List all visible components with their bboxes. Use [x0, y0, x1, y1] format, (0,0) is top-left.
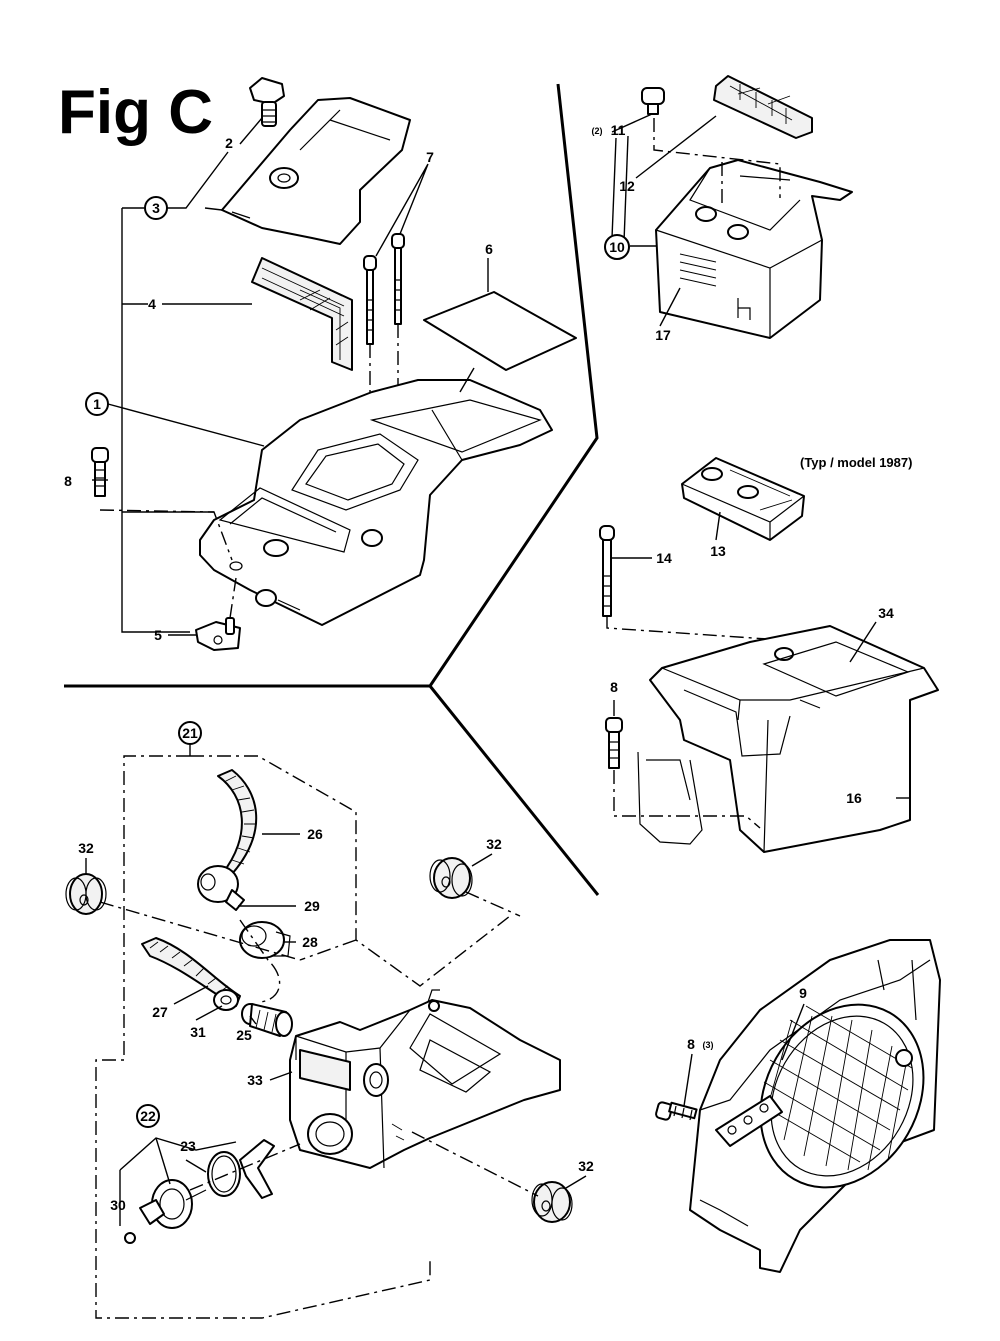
part-cap-strap [239, 1139, 275, 1199]
callout-17: 17 [655, 327, 671, 343]
callout-circle-22 [136, 1104, 160, 1128]
callout-11-qty: (2) [592, 126, 603, 136]
part-32-mount-a [65, 873, 107, 915]
callout-25: 25 [236, 1027, 252, 1043]
leader-34 [849, 621, 877, 663]
callout-8c: 8 [687, 1036, 695, 1052]
callout-8a: 8 [64, 473, 72, 489]
callout-22: 22 [140, 1108, 156, 1124]
part-32-mount-c [531, 1181, 573, 1223]
callout-21: 21 [182, 725, 198, 741]
part-11-knob [641, 87, 665, 115]
callout-4: 4 [148, 296, 156, 312]
leader-8c [683, 1053, 693, 1107]
section-dividers [64, 83, 600, 896]
callout-circle-1 [85, 392, 109, 416]
part-14-bolt [599, 525, 783, 652]
leaders-top-right [611, 113, 717, 327]
callout-32c: 32 [578, 1158, 594, 1174]
callout-16: 16 [846, 790, 862, 806]
callout-8c-qty: (3) [703, 1040, 714, 1050]
part-33-fuel-tank [289, 989, 561, 1169]
mount-b-axis [465, 891, 521, 917]
callout-23: 23 [180, 1138, 196, 1154]
part-28-grommet [239, 921, 291, 959]
part-4-air-filter [251, 257, 353, 371]
part-30-screw [124, 1232, 136, 1244]
mount-c-axis [411, 1131, 539, 1197]
callout-12: 12 [619, 178, 635, 194]
leaders-top-left [92, 117, 489, 636]
part-6-gasket [423, 291, 577, 371]
callout-11: 11 [611, 122, 626, 138]
part-25-vent-valve [241, 1003, 293, 1037]
callout-1: 1 [93, 396, 101, 412]
part-10-carb-cover [653, 118, 853, 339]
callout-circle-3 [144, 196, 168, 220]
mount-a-axis [99, 901, 301, 961]
part-5-clip [195, 577, 241, 651]
part-2-screw [249, 77, 285, 127]
callout-6: 6 [485, 241, 493, 257]
connection-28 [239, 919, 281, 1003]
cap-axis [189, 1143, 301, 1191]
callout-14: 14 [656, 550, 672, 566]
part-23-o-ring [207, 1151, 241, 1197]
part-29-filter [197, 865, 245, 911]
callout-32b: 32 [486, 836, 502, 852]
callout-3: 3 [152, 200, 160, 216]
callout-10: 10 [609, 239, 625, 255]
callout-7: 7 [426, 149, 434, 165]
callout-30: 30 [110, 1197, 126, 1213]
callout-9: 9 [799, 985, 807, 1001]
fuel-tank-assembly-frame [95, 755, 511, 1319]
leaders-bottom-left [85, 744, 587, 1226]
figure-title: Fig C [58, 78, 213, 147]
leader-13 [715, 511, 721, 541]
part-8-screw-b [605, 717, 761, 829]
part-12-filter [713, 75, 813, 139]
part-16-air-filter-cover [637, 625, 939, 853]
part-31-washer [213, 989, 239, 1011]
part-1-cylinder-cover [199, 379, 553, 626]
part-26-fuel-hose [217, 769, 258, 875]
part-22-fuel-cap [139, 1179, 207, 1229]
callout-28: 28 [302, 934, 318, 950]
callout-13: 13 [710, 543, 726, 559]
part-32-mount-b [429, 857, 473, 899]
callout-circle-10 [604, 234, 630, 260]
part-13-plate [681, 457, 805, 541]
callout-29: 29 [304, 898, 320, 914]
part-9-starter-housing [689, 939, 941, 1273]
callout-33: 33 [247, 1072, 263, 1088]
callout-8b: 8 [610, 679, 618, 695]
callout-31: 31 [190, 1024, 206, 1040]
callout-2: 2 [225, 135, 233, 151]
callout-27: 27 [152, 1004, 168, 1020]
callout-circle-21 [178, 721, 202, 745]
part-3-top-cover [221, 97, 411, 245]
callout-5: 5 [154, 627, 162, 643]
callout-32a: 32 [78, 840, 94, 856]
callout-26: 26 [307, 826, 323, 842]
part-8-screw-c [655, 1101, 698, 1121]
callout-34: 34 [878, 605, 894, 621]
model-note: (Typ / model 1987) [800, 455, 913, 470]
leader-9 [781, 1003, 805, 1061]
